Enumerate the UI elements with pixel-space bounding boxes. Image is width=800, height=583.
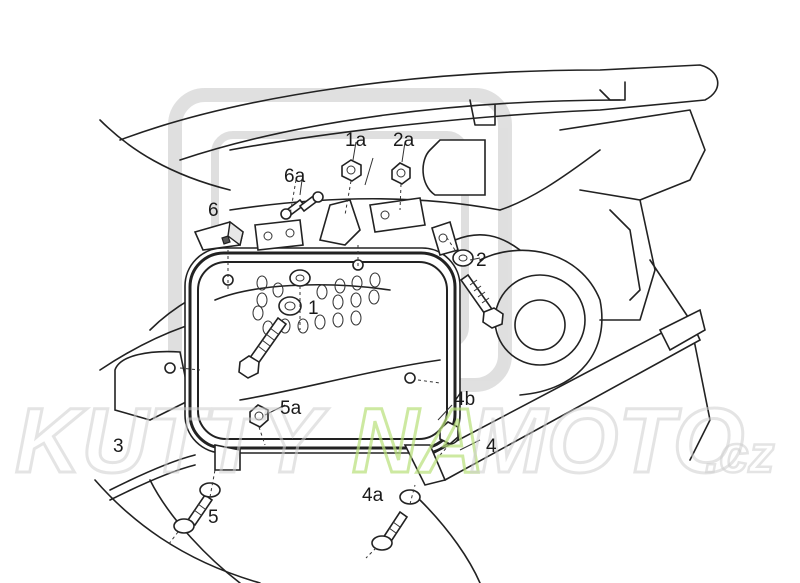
label-2: 2 xyxy=(476,250,487,271)
nut-4b xyxy=(439,421,459,445)
label-1a: 1a xyxy=(345,130,367,151)
label-6: 6 xyxy=(208,200,219,221)
label-4b: 4b xyxy=(454,389,475,410)
label-5: 5 xyxy=(208,507,219,528)
bolt-5 xyxy=(173,482,221,534)
watermark: KUTTY NA MOTO .cz xyxy=(14,389,776,494)
bolt-2 xyxy=(459,273,504,329)
nut-2a xyxy=(391,162,411,185)
label-4: 4 xyxy=(486,436,497,457)
motorcycle-outline xyxy=(94,64,719,583)
callout-labels: 1a 2a 6a 6 2 1 5a 4b 4 3 4a 5 xyxy=(113,130,497,528)
label-2a: 2a xyxy=(393,130,415,151)
upper-brackets xyxy=(193,197,459,256)
bolt-1 xyxy=(238,316,288,379)
label-6a: 6a xyxy=(284,166,306,187)
washer-1 xyxy=(278,269,311,316)
label-1: 1 xyxy=(308,298,319,319)
bolt-4a xyxy=(371,489,421,551)
watermark-part-1: KUTTY xyxy=(15,390,329,492)
label-4a: 4a xyxy=(362,485,384,506)
washer-2 xyxy=(452,249,474,267)
label-3: 3 xyxy=(113,436,124,457)
bolt-6a xyxy=(280,191,324,220)
hole-pattern xyxy=(252,272,381,336)
nut-1a xyxy=(341,159,362,182)
watermark-part-2: NA xyxy=(352,390,485,492)
nut-5a xyxy=(249,404,269,428)
label-5a: 5a xyxy=(280,398,302,419)
assembly-lines xyxy=(167,141,481,559)
watermark-part-4: .cz xyxy=(705,426,774,484)
watermark-part-3: MOTO xyxy=(470,390,744,492)
